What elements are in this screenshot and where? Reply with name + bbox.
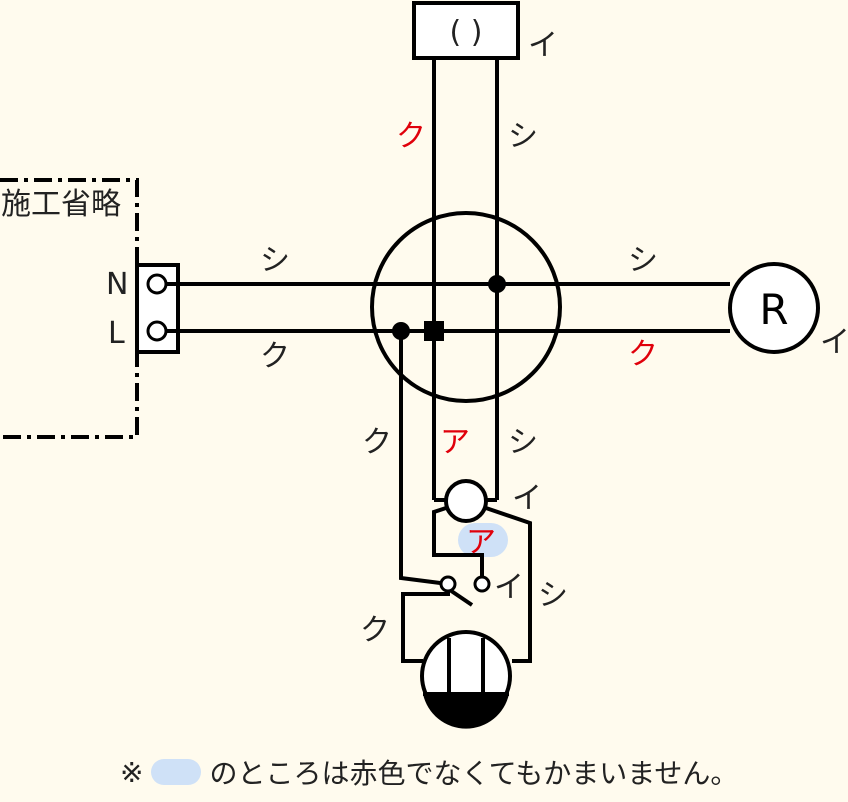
switch-contact-left: [439, 575, 457, 593]
label-a-down: ア: [440, 425, 470, 460]
receptacle-label: R: [759, 285, 788, 334]
junction-dot-l: [392, 322, 410, 340]
label-a-lamp: ア: [466, 525, 496, 560]
label-shi-n-left: シ: [260, 243, 290, 278]
label-ku-down: ク: [362, 425, 392, 460]
terminal-l: [146, 320, 168, 342]
label-shi-top: シ: [508, 119, 538, 154]
terminal-n: [146, 273, 168, 295]
terminal-l-label: L: [108, 316, 125, 351]
label-ku-top: ク: [396, 119, 426, 154]
junction-square: [424, 321, 444, 341]
top-device-label: ( ): [450, 15, 483, 50]
receptacle: [728, 262, 820, 354]
note-mark: ※: [120, 755, 144, 789]
junction-dot-n: [488, 275, 506, 293]
label-i-lamp: イ: [512, 481, 542, 516]
label-shi-n-right: シ: [628, 243, 658, 278]
terminal-n-label: N: [106, 267, 128, 302]
omitted-label: 施工省略: [1, 187, 121, 222]
label-i-receptacle: イ: [820, 325, 848, 360]
wire-shi-to-fan: [482, 505, 532, 663]
footnote: ※ のところは赤色でなくてもかまいません。: [120, 752, 738, 792]
label-ku-l-right: ク: [628, 337, 658, 372]
label-i-switch: イ: [494, 570, 524, 605]
switch-contact-right: [473, 575, 491, 593]
label-shi-down: シ: [508, 425, 538, 460]
highlight-swatch: [151, 759, 202, 785]
label-shi-switch: シ: [538, 578, 568, 613]
label-ku-fan: ク: [360, 613, 390, 648]
note-text: のところは赤色でなくてもかまいません。: [209, 757, 739, 790]
highlight-marker: [458, 523, 508, 557]
ventilation-fan: [420, 630, 512, 729]
label-ku-l-left: ク: [260, 339, 290, 374]
wire-ku-to-switch: [399, 331, 449, 586]
wire-a-to-switch: [432, 505, 484, 580]
label-i-top: イ: [528, 28, 558, 63]
pilot-lamp: [444, 479, 488, 523]
top-device-box: [412, 1, 520, 60]
joint-box: [370, 211, 562, 403]
